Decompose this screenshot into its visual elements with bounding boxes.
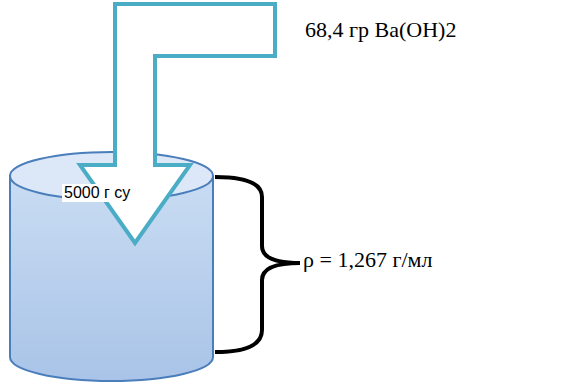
brace	[215, 177, 300, 352]
node-label: 5000 г су	[62, 184, 132, 202]
reagent-label: 68,4 гр Ba(OH)2	[305, 17, 456, 43]
density-label: ρ = 1,267 г/мл	[303, 247, 432, 273]
cylinder-body	[10, 176, 213, 381]
cylinder-top	[10, 152, 213, 200]
water-cylinder: 5000 г су	[8, 150, 215, 383]
